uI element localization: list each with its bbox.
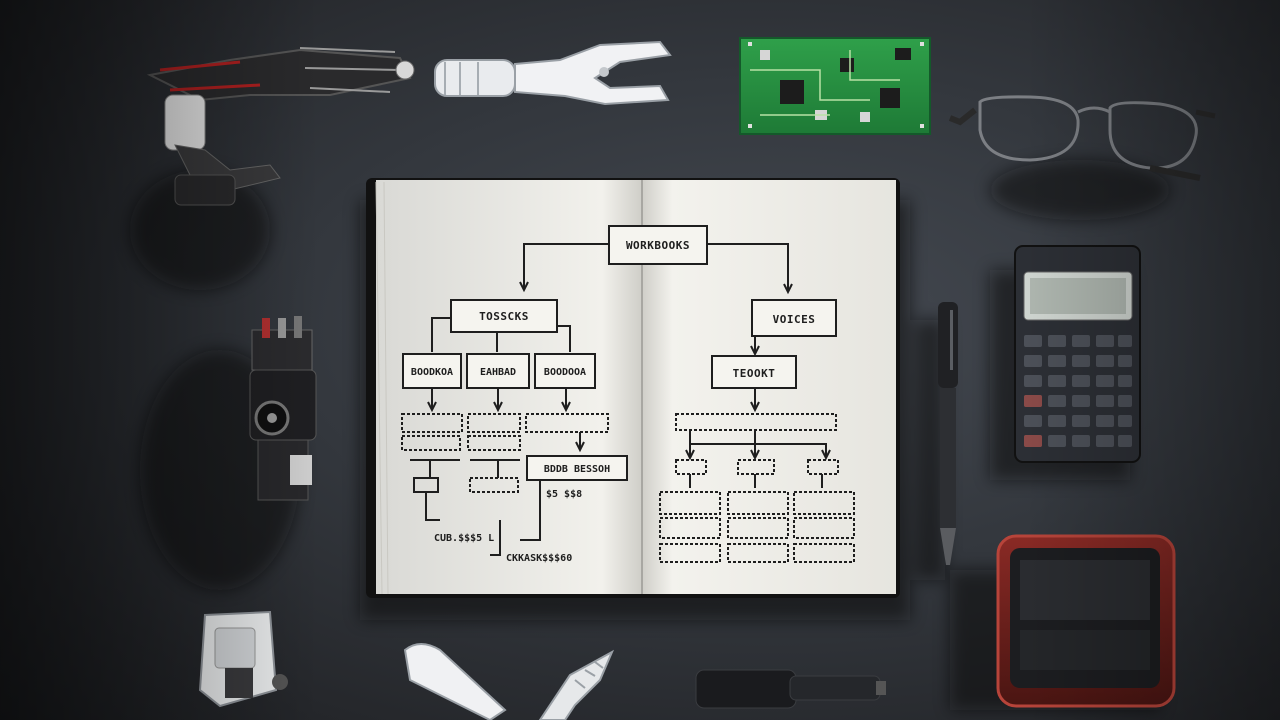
flowchart-left-note-3: CKKASK$$$60 bbox=[506, 553, 572, 564]
flowchart-left-note-1: $5 $$8 bbox=[546, 489, 582, 500]
white-servo-bracket bbox=[198, 610, 288, 708]
red-device bbox=[996, 534, 1176, 708]
calculator bbox=[1014, 245, 1141, 463]
flowchart-right-level2-label: TEOOKT bbox=[733, 367, 776, 380]
green-circuit-board bbox=[739, 37, 931, 135]
flowchart-left-level1-label: TOSSCKS bbox=[479, 310, 529, 323]
flowchart-left-bottom-box-label: BDDB BESSOH bbox=[544, 464, 610, 475]
flowchart-root-label: WORKBOOKS bbox=[626, 239, 690, 252]
flowchart-left-note-2: CUB.$$$5 L bbox=[434, 533, 494, 544]
servo-robot-arm bbox=[249, 316, 317, 501]
flowchart-left-level2-label-1: BOODKOA bbox=[411, 367, 453, 378]
white-gripper-part bbox=[403, 643, 615, 720]
marker bbox=[695, 669, 886, 709]
robotic-gripper-arm bbox=[434, 40, 672, 106]
flowchart-right-level1-label: VOICES bbox=[773, 313, 816, 326]
flowchart-left-level2-label-3: BOODOOA bbox=[544, 367, 586, 378]
pen bbox=[938, 302, 958, 565]
flowchart-left-level2-label-2: EAHBAD bbox=[480, 367, 516, 378]
